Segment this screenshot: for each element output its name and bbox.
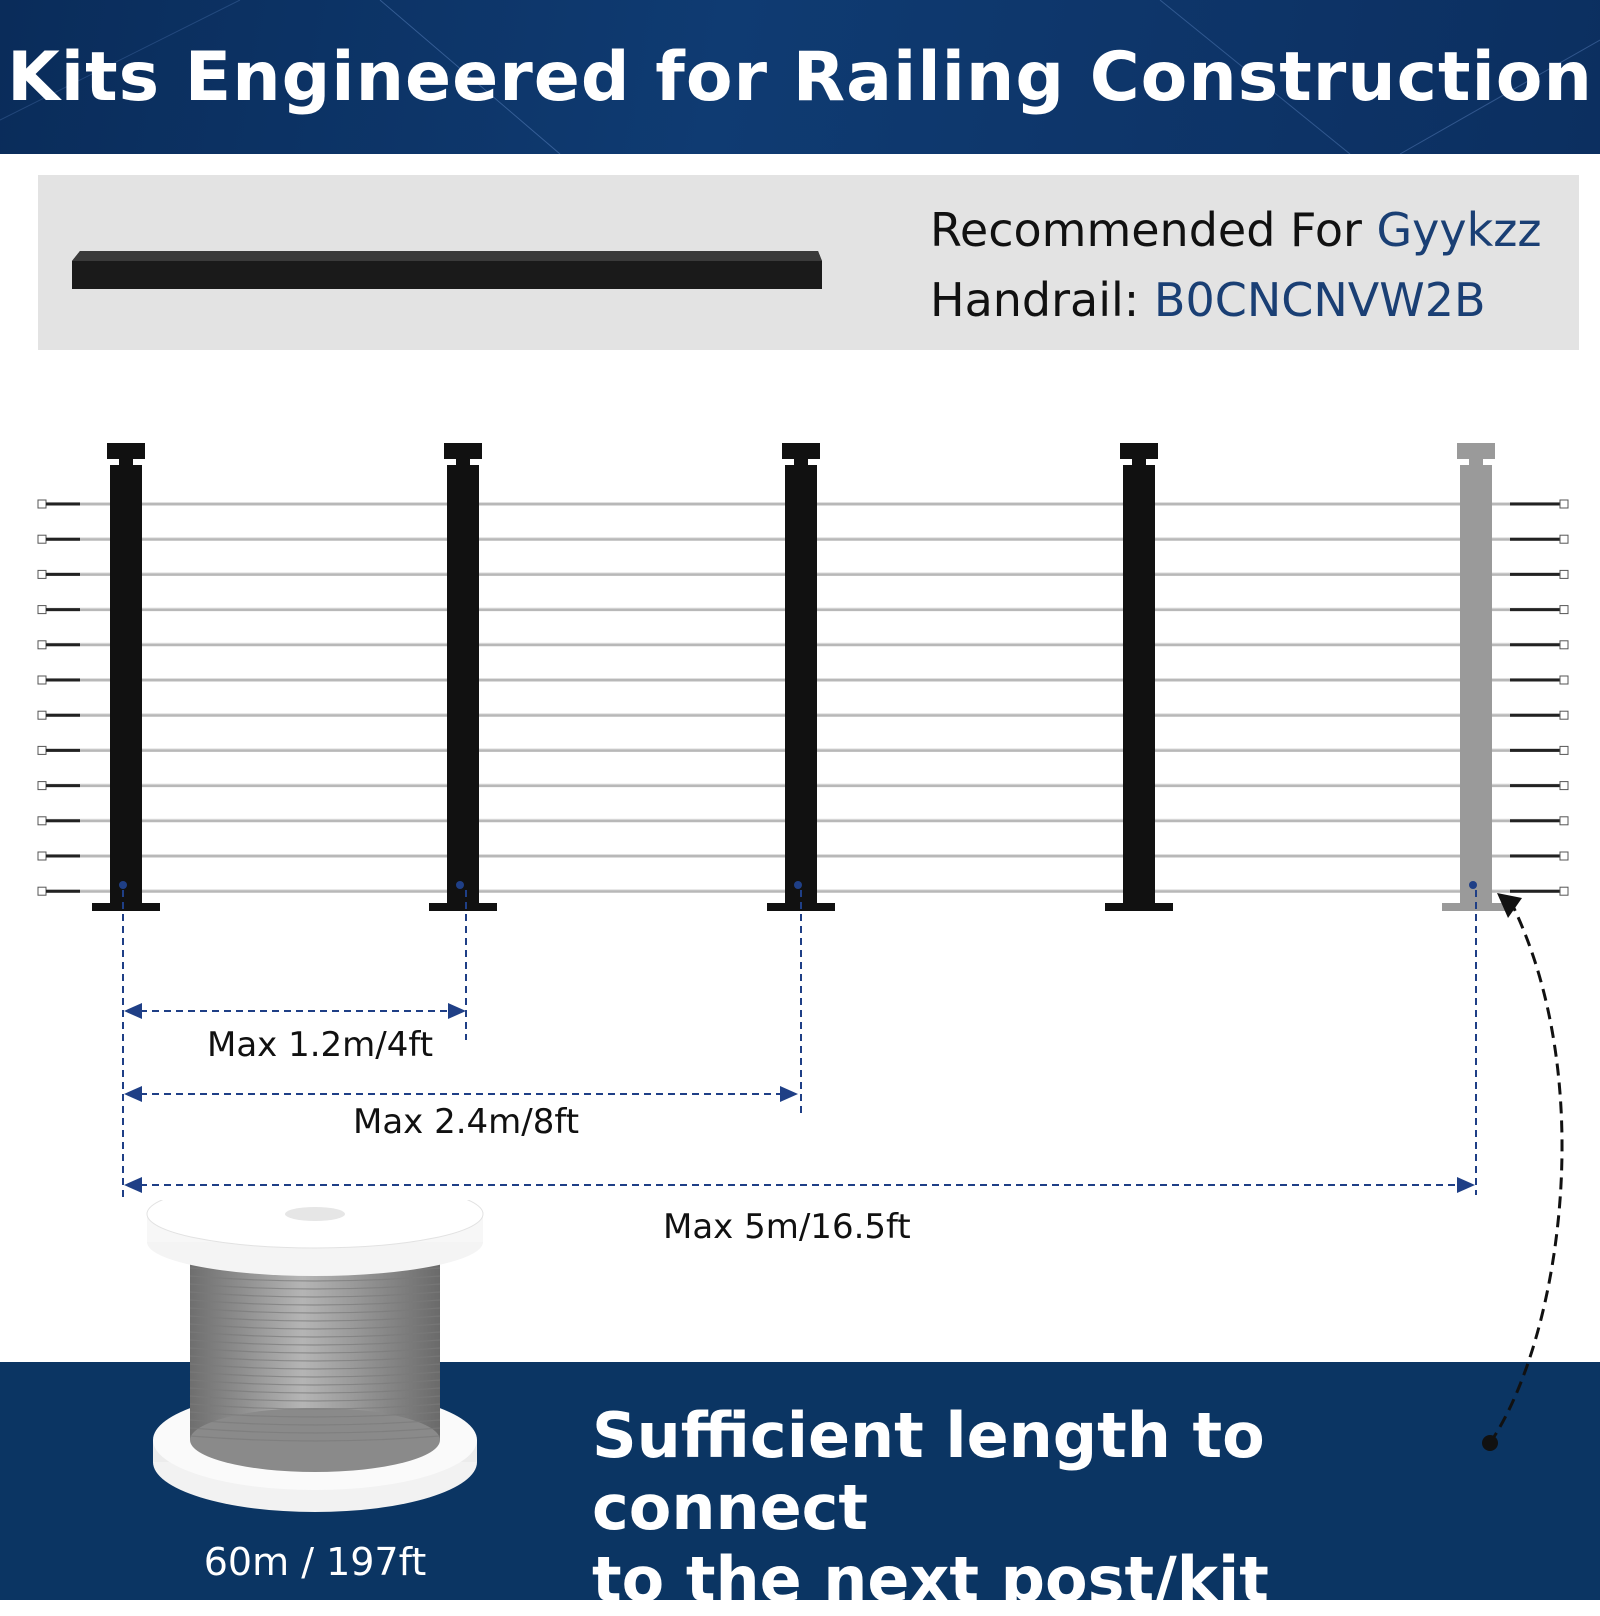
page-title: Kits Engineered for Railing Construction	[7, 37, 1593, 117]
cable-end-cap-right	[1559, 675, 1569, 685]
cable-end-cap-left	[37, 534, 47, 544]
footer-line-1: Sufficient length to connect	[592, 1399, 1265, 1544]
wire-wrap	[189, 1283, 441, 1290]
wire-wrap	[189, 1355, 441, 1362]
cable-end-cap-left	[37, 640, 47, 650]
cable-end-cap-left	[37, 675, 47, 685]
dimension-arrow-left	[124, 1086, 142, 1102]
cable-spool-image	[146, 1200, 484, 1512]
wire-wrap	[189, 1299, 441, 1306]
wire-wrap	[189, 1307, 441, 1314]
wire-wrap	[189, 1275, 441, 1282]
cable-end-cap-left	[37, 781, 47, 791]
recommendation-panel	[38, 175, 1579, 350]
wire-wrap	[189, 1347, 441, 1354]
dimension-lines	[122, 890, 1477, 1200]
brand-name: Gyykzz	[1376, 203, 1542, 257]
wire-wrap	[189, 1315, 441, 1322]
recommendation-line-2: Handrail: B0CNCNVW2B	[930, 273, 1486, 327]
cable-end-cap-left	[37, 605, 47, 615]
cable-end-cap-left	[37, 499, 47, 509]
wire-wrap	[189, 1403, 441, 1410]
dimension-arrow-right	[780, 1086, 798, 1102]
handrail-image	[72, 251, 822, 289]
footer-line-2: to the next post/kit	[592, 1543, 1269, 1616]
dimension-label-1: Max 1.2m/4ft	[207, 1025, 434, 1065]
cable-end-cap-right	[1559, 569, 1569, 579]
cable-end-cap-left	[37, 816, 47, 826]
wire-wrap	[189, 1435, 441, 1442]
railing-diagram	[37, 443, 1569, 1200]
wire-wrap	[189, 1371, 441, 1378]
cable-end-cap-left	[37, 851, 47, 861]
railing-post-2	[429, 443, 497, 911]
wire-wrap	[189, 1379, 441, 1386]
cable-end-cap-right	[1559, 710, 1569, 720]
footer-message: Sufficient length to connect to the next…	[592, 1400, 1492, 1616]
spool-length-label: 60m / 197ft	[203, 1540, 427, 1584]
header-decor-lines	[0, 0, 1600, 154]
wire-wrap	[189, 1387, 441, 1394]
dimension-arrow-left	[124, 1003, 142, 1019]
railing-post-4	[1105, 443, 1173, 911]
posts	[92, 443, 1510, 911]
wire-wrap	[189, 1411, 441, 1418]
dimension-label-2: Max 2.4m/8ft	[353, 1102, 580, 1142]
cable-end-cap-left	[37, 745, 47, 755]
railing-post-5	[1442, 443, 1510, 911]
dimension-arrow-right	[1457, 1177, 1475, 1193]
dimension-label-3: Max 5m/16.5ft	[663, 1207, 911, 1247]
cable-end-cap-left	[37, 886, 47, 896]
cable-end-fittings	[37, 499, 1569, 896]
cable-end-cap-left	[37, 710, 47, 720]
wire-wrap	[189, 1331, 441, 1338]
cable-end-cap-right	[1559, 534, 1569, 544]
cable-end-cap-right	[1559, 781, 1569, 791]
recommendation-text: Recommended For Gyykzz Handrail: B0CNCNV…	[930, 195, 1570, 335]
dimension-arrow-left	[124, 1177, 142, 1193]
cable-end-cap-right	[1559, 745, 1569, 755]
cable-end-cap-right	[1559, 851, 1569, 861]
cable-end-cap-left	[37, 569, 47, 579]
wire-wrap	[189, 1339, 441, 1346]
recommendation-line-1: Recommended For Gyykzz	[930, 203, 1542, 257]
railing-post-1	[92, 443, 160, 911]
wire-wrap	[189, 1427, 441, 1434]
handrail-asin: B0CNCNVW2B	[1153, 273, 1486, 327]
cable-end-cap-right	[1559, 605, 1569, 615]
wire-wrap	[189, 1291, 441, 1298]
dimension-arrow-right	[448, 1003, 466, 1019]
cable-end-cap-right	[1559, 499, 1569, 509]
cable-end-cap-right	[1559, 816, 1569, 826]
header-banner: Kits Engineered for Railing Construction	[0, 0, 1600, 154]
wire-wrap	[189, 1395, 441, 1402]
wire-wrap	[189, 1363, 441, 1370]
wire-wrap	[189, 1323, 441, 1330]
cable-end-cap-right	[1559, 640, 1569, 650]
wire-wraps	[189, 1267, 441, 1442]
cable-end-cap-right	[1559, 886, 1569, 896]
wire-wrap	[189, 1419, 441, 1426]
railing-post-3	[767, 443, 835, 911]
